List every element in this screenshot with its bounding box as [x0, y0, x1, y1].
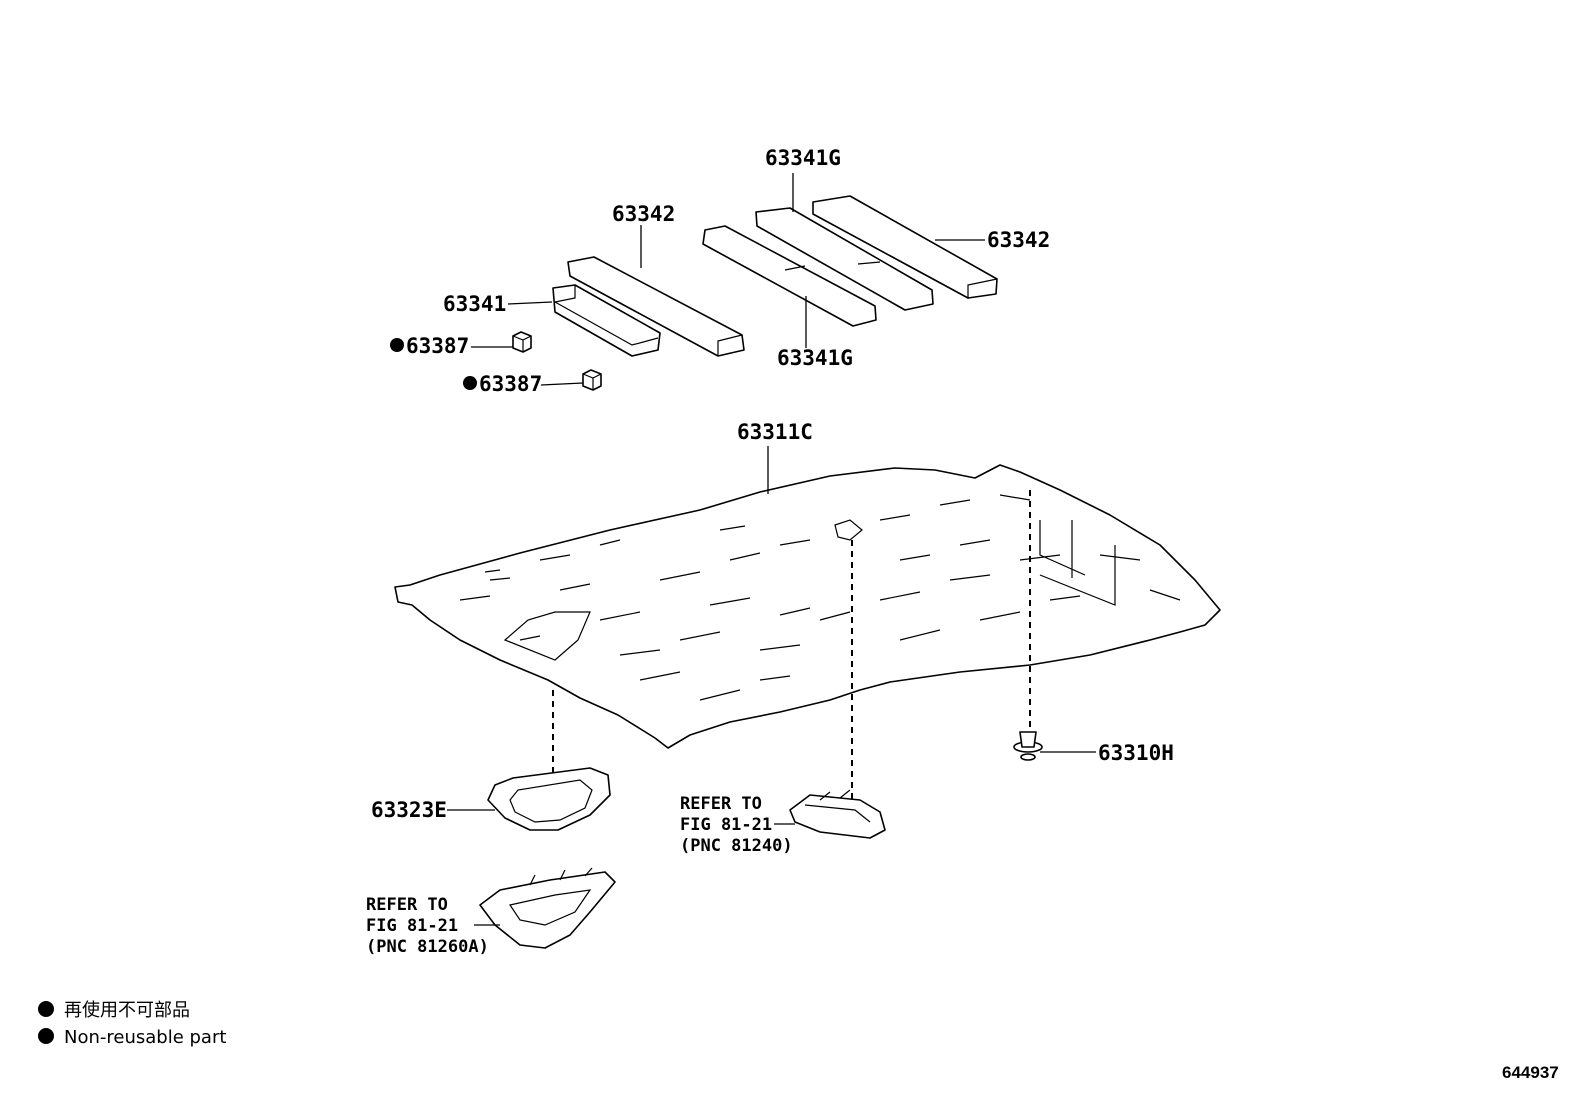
reference-note-81260a: REFER TO FIG 81-21 (PNC 81260A)	[366, 895, 489, 957]
non-reusable-marker-icon	[390, 338, 404, 352]
callout-63311c: 63311C	[737, 420, 813, 444]
headliner-63311c	[394, 464, 1221, 749]
ref-line: FIG 81-21	[680, 815, 772, 835]
ref-line: FIG 81-21	[366, 916, 458, 936]
figure-number: 644937	[1502, 1063, 1559, 1082]
legend-bullet-icon	[38, 1028, 54, 1044]
callout-63387-a: 63387	[406, 334, 469, 358]
clip-63387-a	[512, 331, 532, 353]
clip-63387-b	[582, 369, 602, 391]
pad-63341g-rear	[755, 207, 934, 311]
callout-63323e: 63323E	[371, 798, 447, 822]
pad-63341g-front	[702, 225, 877, 327]
clip-63310h	[1013, 731, 1043, 761]
legend-text-jp: 再使用不可部品	[64, 1000, 190, 1021]
callout-63387-b: 63387	[479, 372, 542, 396]
ref-line: (PNC 81260A)	[366, 937, 489, 957]
callout-63341: 63341	[443, 292, 506, 316]
non-reusable-marker-icon	[463, 376, 477, 390]
callout-63341g-bottom: 63341G	[777, 346, 853, 370]
ref-line: REFER TO	[680, 794, 762, 814]
callout-63310h: 63310H	[1098, 741, 1174, 765]
legend: 再使用不可部品 Non-reusable part	[38, 1000, 226, 1048]
pad-63342-right	[812, 195, 998, 300]
legend-text-en: Non-reusable part	[64, 1027, 226, 1048]
ref-line: REFER TO	[366, 895, 448, 915]
callout-63342-mid: 63342	[612, 202, 675, 226]
bezel-63323e	[487, 767, 611, 831]
leader-63387-b	[540, 382, 584, 386]
ref-line: (PNC 81240)	[680, 836, 793, 856]
callout-63341g-top: 63341G	[765, 146, 841, 170]
map-lamp-81240	[789, 789, 886, 839]
reference-note-81240: REFER TO FIG 81-21 (PNC 81240)	[680, 794, 793, 856]
callout-63342-right: 63342	[987, 228, 1050, 252]
leader-63341	[507, 301, 553, 305]
pad-63342-left	[567, 256, 745, 357]
pad-63341	[552, 284, 661, 357]
console-81260a	[479, 867, 616, 949]
legend-bullet-icon	[38, 1001, 54, 1017]
